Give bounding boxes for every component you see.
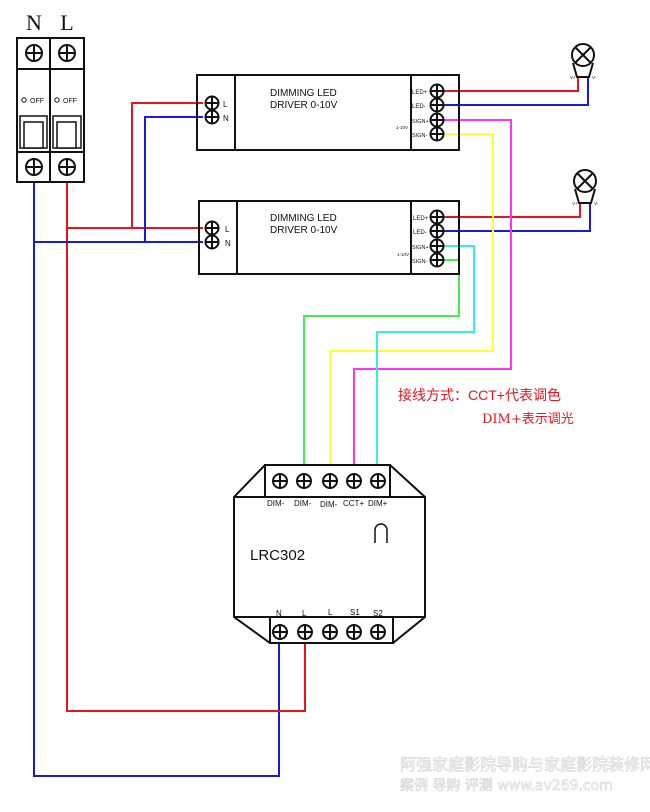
screw-terminal-icon <box>429 112 445 128</box>
led-driver-2 <box>198 200 460 275</box>
screw-terminal-icon <box>429 238 445 254</box>
driver2-screws <box>204 209 445 268</box>
wire-neutral-driver1 <box>144 116 203 242</box>
lamp2-pin-plus: V+ <box>572 201 578 206</box>
screw-terminal-icon <box>58 44 76 62</box>
screw-terminal-icon <box>322 473 338 489</box>
driver2-out-led-plus: LED+ <box>413 216 429 222</box>
lamp2-pin-minus: V- <box>594 201 599 206</box>
wire-led-plus-2 <box>441 203 581 218</box>
driver1-input-n: N <box>223 114 229 123</box>
driver1-out-sign-minus: SIGN- <box>412 133 427 139</box>
controller-bottom-terminal-2: L <box>302 609 307 618</box>
breaker-screws <box>25 44 76 176</box>
breaker-n-state: OFF <box>30 98 44 105</box>
screw-terminal-icon <box>322 624 338 640</box>
controller-bottom-terminal-5: S2 <box>373 609 383 618</box>
driver1-input-l: L <box>223 100 228 109</box>
driver1-title-line2: DRIVER 0-10V <box>270 100 338 111</box>
screw-terminal-icon <box>297 624 313 640</box>
driver2-out-sign-plus: SIGN+ <box>412 245 429 251</box>
screw-terminal-icon <box>429 209 445 225</box>
controller-top-terminal-2: DIM- <box>294 499 312 508</box>
screw-terminal-icon <box>204 95 220 111</box>
screw-terminal-icon <box>204 109 220 125</box>
note-prefix: 接线方式： <box>398 387 468 404</box>
breaker-pole-n-label: N <box>26 10 42 35</box>
wire-live-driver1 <box>131 102 203 228</box>
driver1-out-led-minus: LED- <box>412 104 426 110</box>
controller-bottom-terminal-1: N <box>276 609 282 618</box>
driver2-out-led-minus: LED- <box>413 230 427 236</box>
controller-top-terminal-5: DIM+ <box>368 499 388 508</box>
screw-terminal-icon <box>204 220 220 236</box>
circuit-breaker <box>16 37 85 183</box>
driver1-title-line1: DIMMING LED <box>270 88 337 99</box>
wire-led-minus-2 <box>441 203 591 232</box>
driver2-input-n: N <box>225 239 231 248</box>
note-cct: CCT+代表调色 <box>468 387 561 403</box>
screw-terminal-icon <box>346 473 362 489</box>
wire-sign-minus-2 <box>303 259 460 478</box>
lamp-1 <box>571 43 595 78</box>
driver2-input-l: L <box>225 225 230 234</box>
driver1-screws <box>204 83 445 142</box>
screw-terminal-icon <box>272 624 288 640</box>
driver1-out-led-plus: LED+ <box>412 90 428 96</box>
screw-terminal-icon <box>25 158 43 176</box>
lamp1-pin-minus: V- <box>592 75 597 80</box>
controller-bottom-screws <box>272 624 386 640</box>
wire-led-minus-1 <box>441 77 589 106</box>
note-dim: DIM+表示调光 <box>482 412 574 427</box>
screw-terminal-icon <box>204 234 220 250</box>
lamp-2 <box>573 169 597 204</box>
screw-terminal-icon <box>429 83 445 99</box>
screw-terminal-icon <box>296 473 312 489</box>
breaker-off-indicators: OFF OFF <box>21 97 77 105</box>
watermark-line1: 阿强家庭影院导购与家庭影院装修网 <box>400 755 650 774</box>
screw-terminal-icon <box>346 624 362 640</box>
controller-top-screws <box>272 473 386 489</box>
wire-sign-plus-2 <box>376 245 475 478</box>
driver1-signal-note: 1-10V <box>396 125 408 130</box>
breaker-l-state: OFF <box>63 98 77 105</box>
driver1-out-sign-plus: SIGN+ <box>412 119 429 125</box>
wire-sign-plus-1 <box>353 119 512 478</box>
driver2-signal-note: 1-10V <box>397 252 409 257</box>
screw-terminal-icon <box>429 223 445 239</box>
controller-top-terminal-1: DIM- <box>267 499 285 508</box>
driver2-title-line2: DRIVER 0-10V <box>270 225 338 236</box>
screw-terminal-icon <box>429 126 445 142</box>
breaker-pole-l-label: L <box>60 10 73 35</box>
screw-terminal-icon <box>370 473 386 489</box>
watermark-line2: 案例 导购 评测 www.av269.com <box>400 777 613 794</box>
wires <box>33 77 591 777</box>
wire-neutral-main <box>33 168 280 777</box>
lamp1-pin-plus: V+ <box>570 75 576 80</box>
screw-terminal-icon <box>429 252 445 268</box>
screw-terminal-icon <box>25 44 43 62</box>
screw-terminal-icon <box>58 158 76 176</box>
wire-led-plus-1 <box>441 77 579 92</box>
wiring-note: 接线方式：CCT+代表调色 DIM+表示调光 <box>398 387 574 427</box>
controller-bottom-terminal-3: L <box>328 608 333 617</box>
driver2-title-line1: DIMMING LED <box>270 213 337 224</box>
screw-terminal-icon <box>370 624 386 640</box>
wire-sign-minus-1 <box>329 133 494 478</box>
led-driver-1 <box>196 74 460 151</box>
wire-live-main <box>66 168 306 712</box>
screw-terminal-icon <box>272 473 288 489</box>
driver2-out-sign-minus: SIGN- <box>412 259 427 265</box>
watermark: 阿强家庭影院导购与家庭影院装修网 案例 导购 评测 www.av269.com <box>400 755 650 795</box>
controller-top-terminal-4: CCT+ <box>343 499 364 508</box>
svg-text:接线方式：CCT+代表调色: 接线方式：CCT+代表调色 <box>398 387 561 404</box>
controller-bottom-terminal-4: S1 <box>350 608 360 617</box>
controller-model: LRC302 <box>250 547 305 564</box>
controller-top-terminal-3: DIM- <box>320 500 338 509</box>
screw-terminal-icon <box>429 97 445 113</box>
